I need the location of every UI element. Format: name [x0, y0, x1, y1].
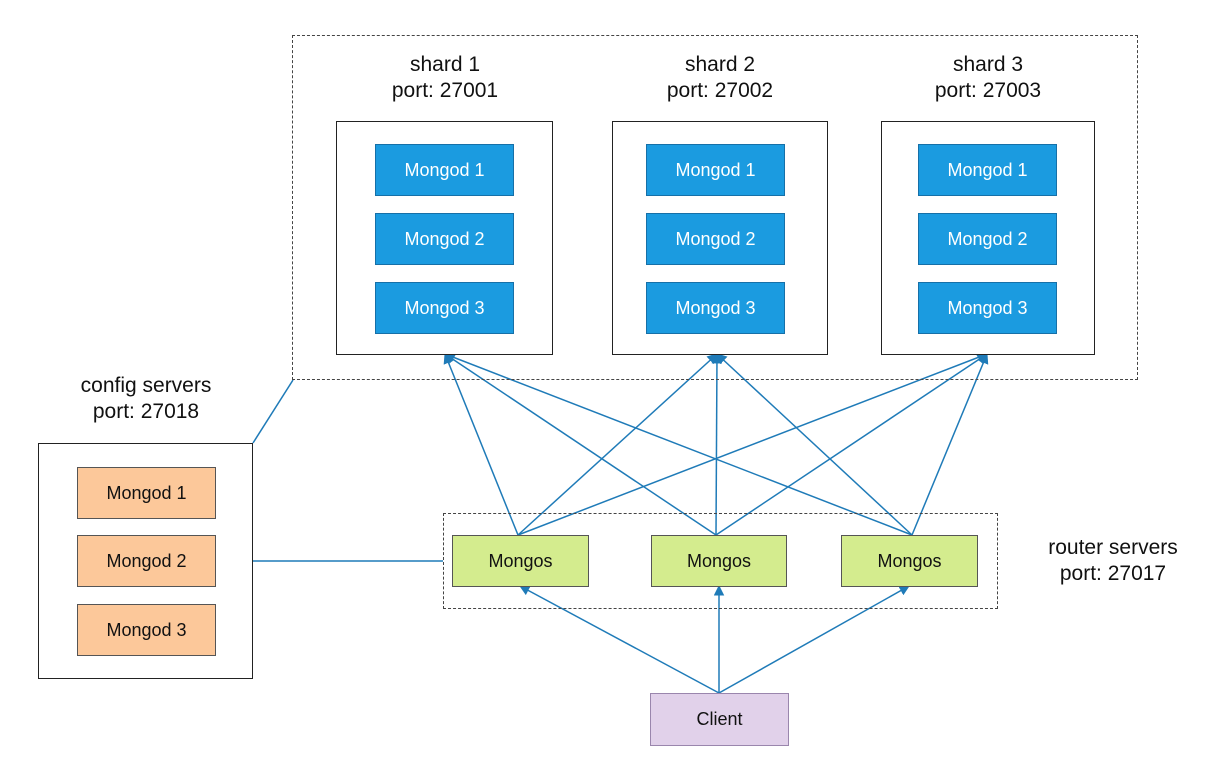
- shard-3-name: shard 3: [952, 53, 1024, 76]
- shard-3-mongod-3[interactable]: Mongod 3: [918, 282, 1057, 334]
- mongos3-to-shard1: [444, 352, 913, 536]
- shard-1-mongod-2[interactable]: Mongod 2: [375, 213, 514, 265]
- shard-2-mongod-2[interactable]: Mongod 2: [646, 213, 785, 265]
- shard-2-mongod-3[interactable]: Mongod 3: [646, 282, 785, 334]
- shard-2-port: port: 27002: [666, 79, 774, 102]
- shard-1-label: shard 1 port: 27001: [345, 52, 545, 104]
- client-node[interactable]: Client: [650, 693, 789, 746]
- shard-1-port: port: 27001: [391, 79, 499, 102]
- client-to-mongos3: [718, 585, 910, 694]
- mongos2-to-shard2: [711, 352, 723, 536]
- mongos-1[interactable]: Mongos: [452, 535, 589, 587]
- shard-2-mongod-1[interactable]: Mongod 1: [646, 144, 785, 196]
- config-mongod-2[interactable]: Mongod 2: [77, 535, 216, 587]
- mongos-2[interactable]: Mongos: [651, 535, 787, 587]
- mongos3-to-shard2: [716, 353, 913, 536]
- shard-1-mongod-3[interactable]: Mongod 3: [375, 282, 514, 334]
- router-servers-port: port: 27017: [1059, 562, 1167, 585]
- config-mongod-1[interactable]: Mongod 1: [77, 467, 216, 519]
- config-servers-label: config servers port: 27018: [46, 373, 246, 425]
- router-servers-label: router servers port: 27017: [1013, 535, 1213, 587]
- shard-2-name: shard 2: [684, 53, 756, 76]
- config-mongod-3[interactable]: Mongod 3: [77, 604, 216, 656]
- mongos2-to-shard1: [444, 353, 717, 536]
- config-to-shards-line: [252, 379, 294, 444]
- config-servers-port: port: 27018: [92, 400, 200, 423]
- client-to-mongos1: [519, 585, 720, 694]
- shard-3-mongod-1[interactable]: Mongod 1: [918, 144, 1057, 196]
- router-servers-name: router servers: [1048, 536, 1178, 559]
- shard-2-label: shard 2 port: 27002: [620, 52, 820, 104]
- config-servers-name: config servers: [80, 374, 212, 397]
- mongos-3[interactable]: Mongos: [841, 535, 978, 587]
- mongos1-to-shard1: [443, 353, 519, 536]
- router-servers-container: [443, 513, 998, 609]
- mongos3-to-shard3: [911, 353, 989, 536]
- shard-1-mongod-1[interactable]: Mongod 1: [375, 144, 514, 196]
- shard-3-port: port: 27003: [934, 79, 1042, 102]
- mongos1-to-shard2: [517, 353, 718, 536]
- shard-1-name: shard 1: [409, 53, 481, 76]
- mongos2-to-shard3: [715, 353, 988, 536]
- shard-3-mongod-2[interactable]: Mongod 2: [918, 213, 1057, 265]
- shard-3-label: shard 3 port: 27003: [888, 52, 1088, 104]
- mongos1-to-shard3: [517, 352, 988, 536]
- shard-cluster-container: [292, 35, 1138, 380]
